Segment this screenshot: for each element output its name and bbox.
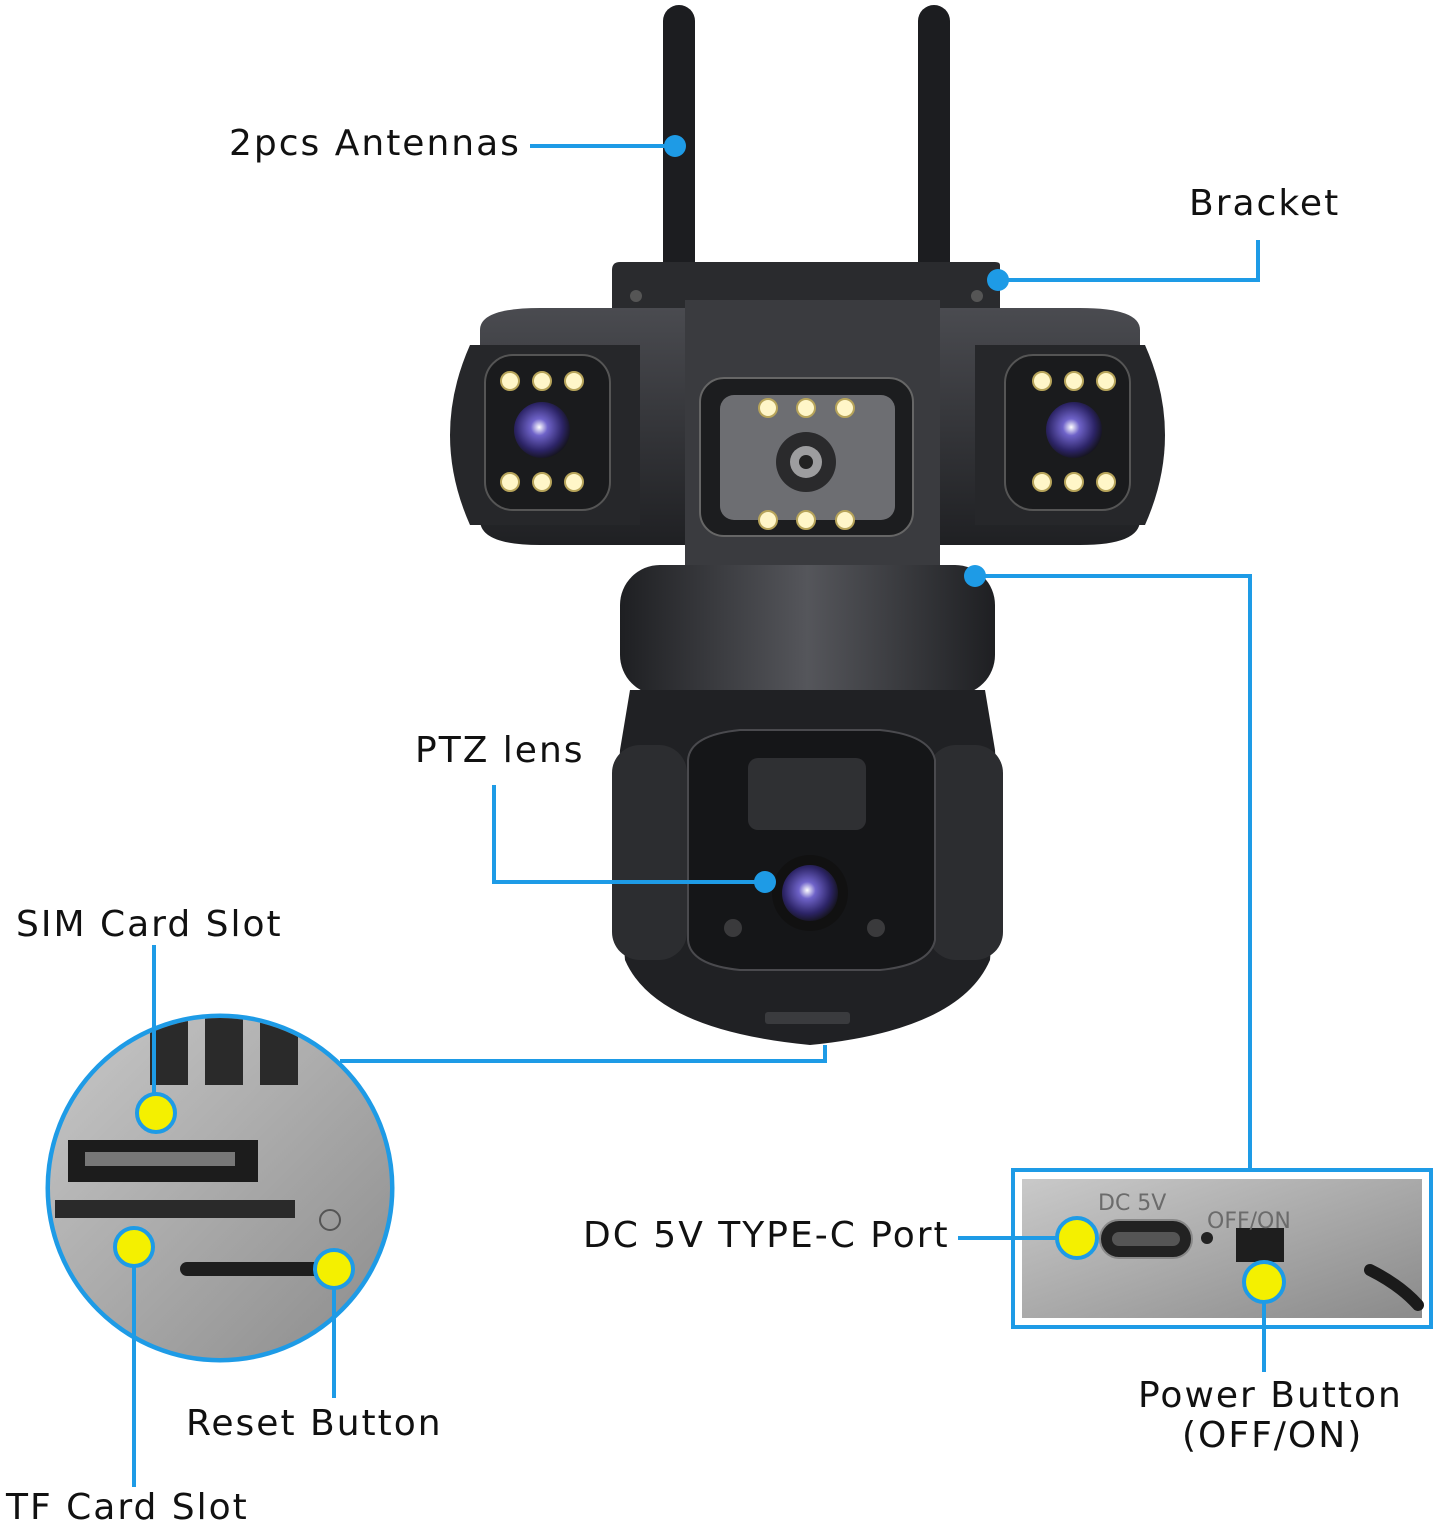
marker-reset <box>313 1248 355 1290</box>
label-reset-button: Reset Button <box>186 1403 443 1444</box>
marker-sim <box>135 1092 177 1134</box>
callout-dots <box>664 135 1009 893</box>
label-sim-slot: SIM Card Slot <box>16 904 283 945</box>
label-power-button: Power Button <box>1138 1375 1403 1416</box>
label-power-button-state: (OFF/ON) <box>1182 1415 1364 1456</box>
callout-line-ptz <box>492 785 765 884</box>
label-antennas: 2pcs Antennas <box>229 123 521 164</box>
callout-line-slot-panel <box>340 1045 827 1063</box>
label-tf-slot: TF Card Slot <box>6 1487 249 1528</box>
panel-dc-label: DC 5V <box>1098 1191 1166 1216</box>
marker-power <box>1242 1260 1286 1304</box>
slot-panel-inset <box>45 1013 395 1363</box>
label-dc-port: DC 5V TYPE-C Port <box>583 1215 950 1256</box>
antennas <box>663 5 950 315</box>
yellow-markers <box>113 1092 1286 1304</box>
marker-tf <box>113 1226 155 1268</box>
label-ptz-lens: PTZ lens <box>415 730 585 771</box>
panel-switch-label: OFF/ON <box>1207 1209 1291 1234</box>
callout-line-power-panel <box>975 574 1252 1170</box>
ptz-module <box>612 565 1003 1045</box>
callout-lines <box>132 144 1266 1487</box>
callout-line-bracket <box>998 240 1260 282</box>
bracket <box>612 262 1000 310</box>
marker-dc <box>1055 1216 1099 1260</box>
upper-lenses <box>514 402 1102 492</box>
label-bracket: Bracket <box>1189 183 1341 224</box>
